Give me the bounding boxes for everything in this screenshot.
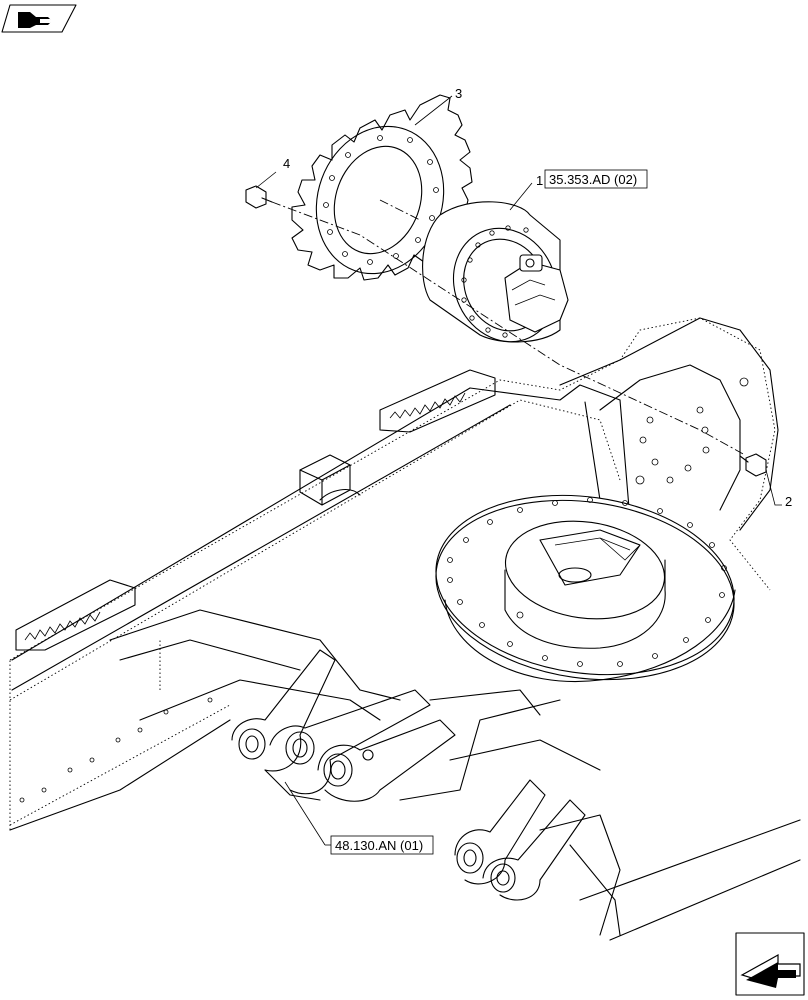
travel-motor <box>422 201 569 343</box>
callout-3: 3 <box>455 86 462 101</box>
bracket-bolt-holes <box>635 377 749 485</box>
sprocket-centerline <box>379 199 421 221</box>
book-pencil-icon[interactable] <box>1 4 77 33</box>
callout-1: 1 <box>536 173 543 188</box>
reference-box-motor[interactable]: 35.353.AD (02) <box>544 169 648 189</box>
bolt-2 <box>739 453 767 477</box>
sprocket <box>291 94 473 281</box>
motor-flange-holes <box>461 225 529 338</box>
callout-4: 4 <box>283 156 290 171</box>
track-frame <box>9 317 801 941</box>
navigate-arrow-icon[interactable] <box>735 932 805 996</box>
sprocket-holes <box>323 135 439 265</box>
bearing-bolt-holes <box>447 497 727 667</box>
link-assemblies <box>109 609 621 936</box>
reference-frame-text: 48.130.AN (01) <box>335 838 423 853</box>
reference-box-frame[interactable]: 48.130.AN (01) <box>325 835 434 855</box>
swing-bearing <box>435 494 736 682</box>
bolt-4 <box>245 185 273 209</box>
leader-lines <box>255 95 782 846</box>
rail-holes <box>19 697 213 803</box>
reference-motor-text: 35.353.AD (02) <box>549 172 637 187</box>
callout-2: 2 <box>785 494 792 509</box>
assembly-centerline <box>271 201 746 456</box>
